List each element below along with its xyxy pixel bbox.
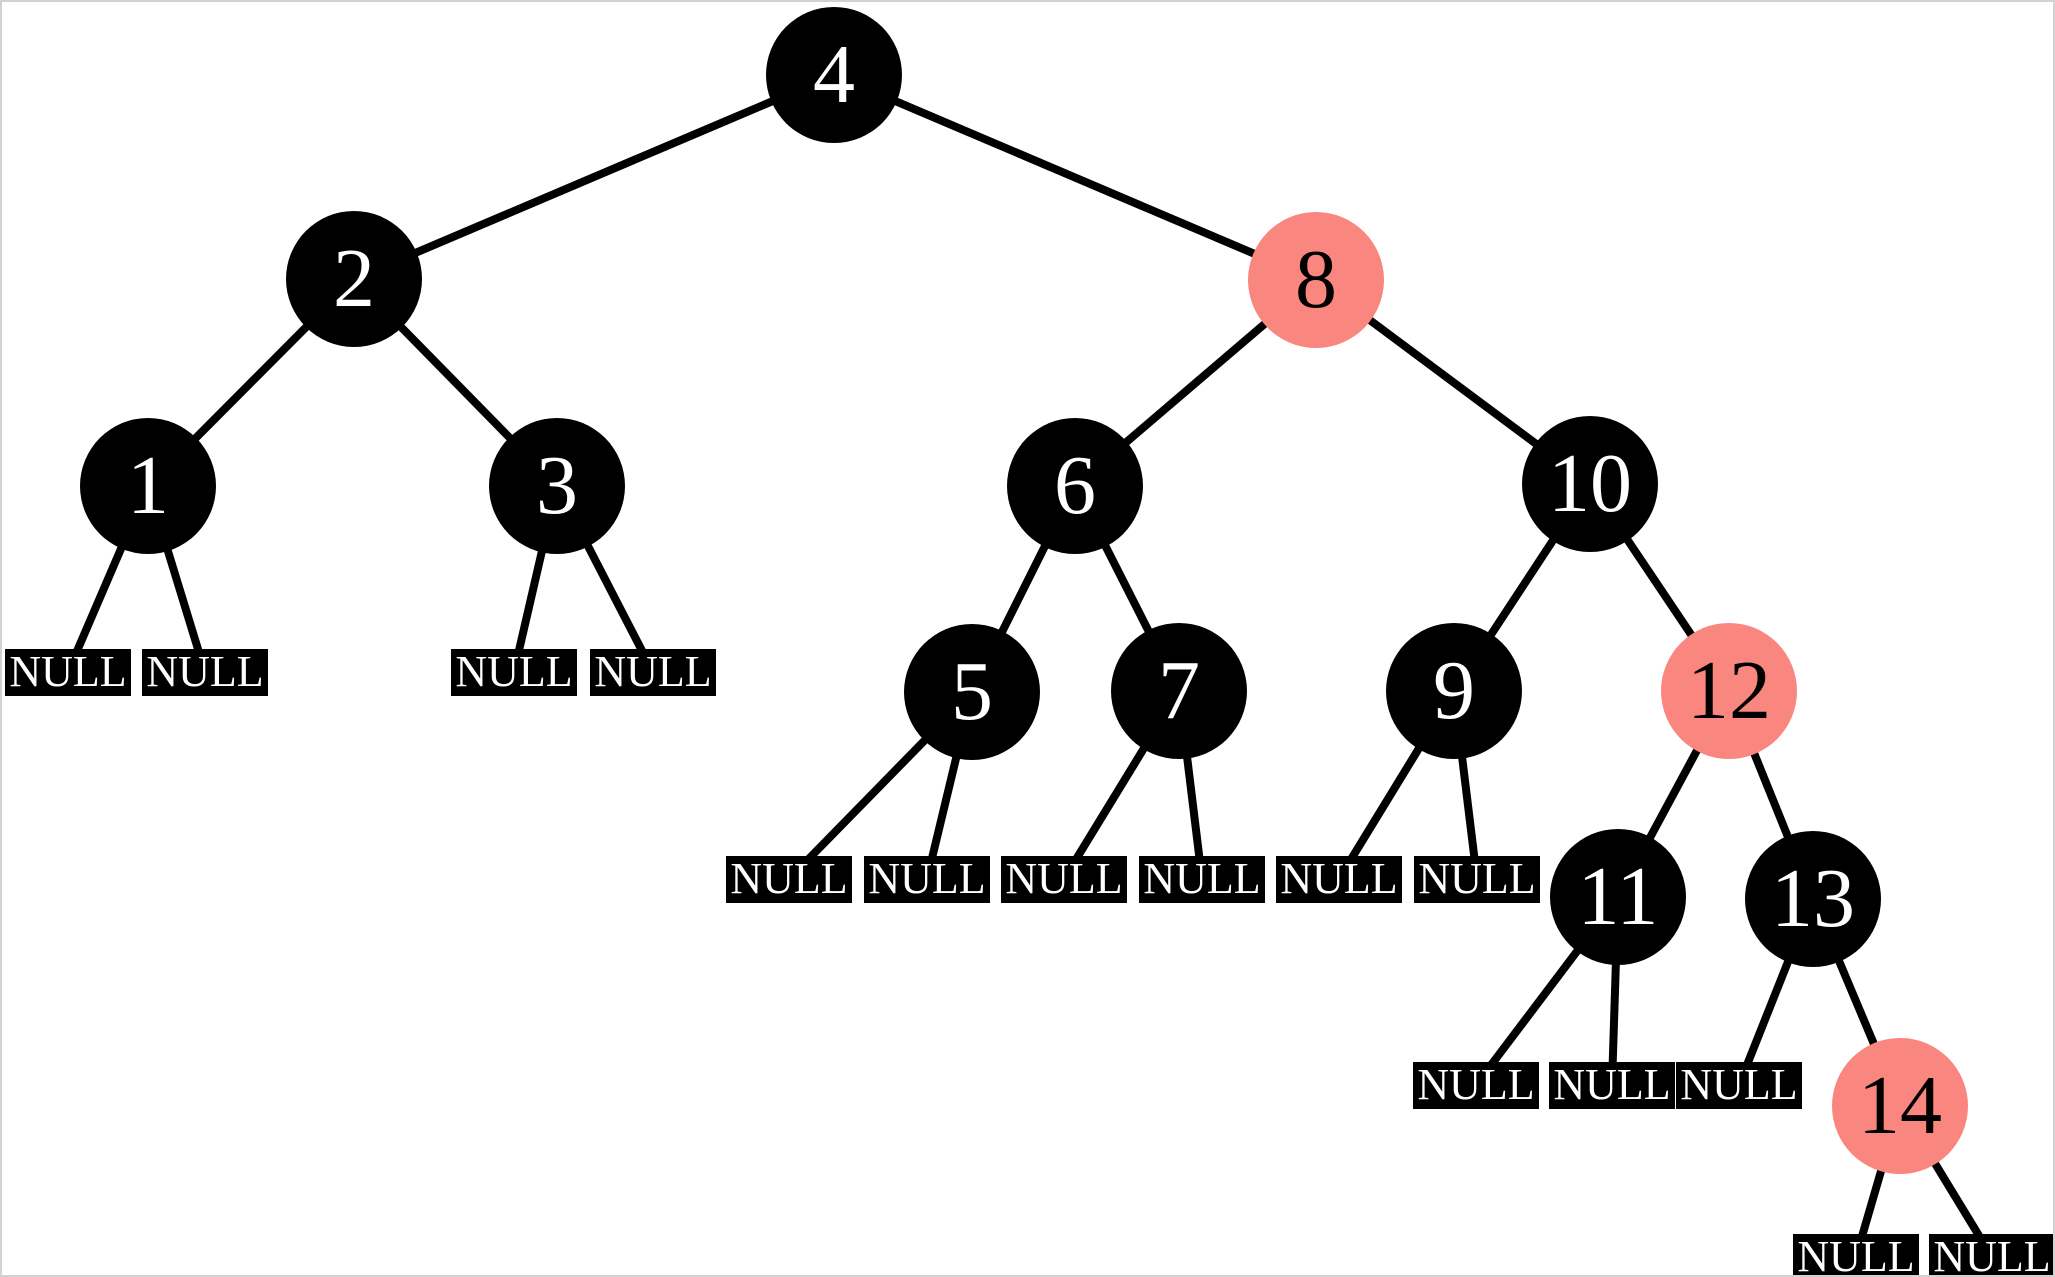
tree-edge-4-8 — [832, 71, 1318, 284]
null-leaf: NULL — [590, 648, 716, 696]
tree-node-4: 4 — [766, 7, 902, 143]
null-leaf: NULL — [1676, 1061, 1802, 1109]
tree-node-13: 13 — [1745, 831, 1881, 967]
tree-node-14: 14 — [1832, 1038, 1968, 1174]
tree-node-8: 8 — [1248, 212, 1384, 348]
null-leaf: NULL — [1413, 1061, 1539, 1109]
null-leaf: NULL — [864, 855, 990, 903]
tree-node-6: 6 — [1007, 418, 1143, 554]
null-leaf: NULL — [5, 648, 131, 696]
null-leaf: NULL — [1139, 855, 1265, 903]
null-leaf: NULL — [1929, 1233, 2053, 1275]
tree-node-9: 9 — [1386, 623, 1522, 759]
tree-node-3: 3 — [489, 418, 625, 554]
tree-node-12: 12 — [1661, 623, 1797, 759]
tree-node-11: 11 — [1550, 829, 1686, 965]
null-leaf: NULL — [1793, 1233, 1919, 1275]
null-leaf: NULL — [1549, 1061, 1675, 1109]
null-leaf: NULL — [451, 648, 577, 696]
null-leaf: NULL — [142, 648, 268, 696]
tree-node-5: 5 — [904, 624, 1040, 760]
tree-node-7: 7 — [1111, 623, 1247, 759]
tree-node-1: 1 — [80, 418, 216, 554]
tree-node-10: 10 — [1522, 416, 1658, 552]
null-leaf: NULL — [726, 855, 852, 903]
tree-edge-4-2 — [352, 71, 836, 283]
tree-node-2: 2 — [286, 211, 422, 347]
null-leaf: NULL — [1414, 855, 1540, 903]
null-leaf: NULL — [1001, 855, 1127, 903]
null-leaf: NULL — [1276, 855, 1402, 903]
